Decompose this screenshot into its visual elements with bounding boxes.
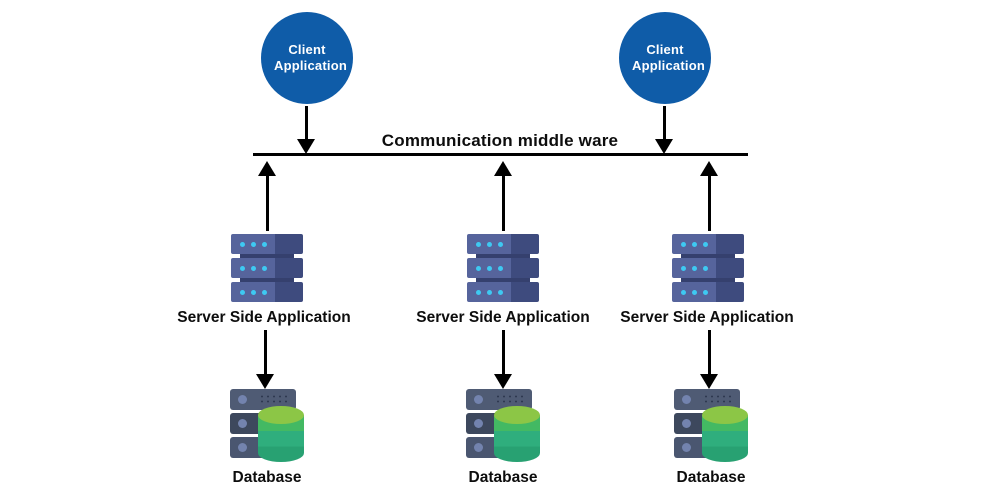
- server-side-application-label: Server Side Application: [177, 309, 351, 326]
- db-server-slab: [466, 389, 532, 410]
- arrow-server1-to-middleware: [258, 161, 276, 231]
- arrow-shaft: [263, 330, 267, 374]
- server-connector: [681, 254, 735, 258]
- arrow-server2-to-middleware: [494, 161, 512, 231]
- arrow-client1-to-middleware: [297, 106, 315, 154]
- green-cylinder-icon: [702, 406, 748, 462]
- vent-grill-icon: [259, 394, 289, 403]
- server-slab: [467, 282, 539, 302]
- server-slab: [231, 258, 303, 278]
- server-connector: [476, 278, 530, 282]
- arrow-shaft: [304, 106, 308, 139]
- server-connector: [240, 278, 294, 282]
- server-slab: [672, 258, 744, 278]
- middleware-label: Communication middle ware: [381, 131, 619, 150]
- server-side-application-label: Server Side Application: [620, 309, 794, 326]
- arrow-server1-to-database: [256, 330, 274, 389]
- green-cylinder-icon: [258, 406, 304, 462]
- arrow-shaft: [707, 330, 711, 374]
- arrowhead-up-icon: [494, 161, 512, 176]
- db-server-slab: [674, 389, 740, 410]
- arrow-server3-to-middleware: [700, 161, 718, 231]
- arrowhead-down-icon: [494, 374, 512, 389]
- arrow-shaft: [265, 176, 269, 231]
- arrowhead-up-icon: [700, 161, 718, 176]
- server-stack-icon: [231, 234, 303, 302]
- database-cylinder-icon: [230, 389, 304, 462]
- server-stack-icon: [467, 234, 539, 302]
- server-connector: [476, 254, 530, 258]
- server-slab: [231, 282, 303, 302]
- middleware-bus-line: [253, 153, 748, 156]
- arrowhead-down-icon: [655, 139, 673, 154]
- vent-grill-icon: [703, 394, 733, 403]
- arrow-shaft: [662, 106, 666, 139]
- vent-grill-icon: [495, 394, 525, 403]
- arrowhead-down-icon: [297, 139, 315, 154]
- arrowhead-down-icon: [256, 374, 274, 389]
- arrow-client2-to-middleware: [655, 106, 673, 154]
- client-application-node-1: Client Application: [261, 12, 353, 104]
- client-application-node-2: Client Application: [619, 12, 711, 104]
- arrowhead-down-icon: [700, 374, 718, 389]
- arrowhead-up-icon: [258, 161, 276, 176]
- db-server-slab: [230, 389, 296, 410]
- server-connector: [681, 278, 735, 282]
- server-slab: [672, 234, 744, 254]
- server-slab: [231, 234, 303, 254]
- green-cylinder-icon: [494, 406, 540, 462]
- arrow-shaft: [707, 176, 711, 231]
- client-application-label: Client Application: [274, 41, 347, 73]
- database-label: Database: [676, 469, 746, 486]
- arrow-shaft: [501, 330, 505, 374]
- arrow-server3-to-database: [700, 330, 718, 389]
- server-connector: [240, 254, 294, 258]
- arrow-server2-to-database: [494, 330, 512, 389]
- database-label: Database: [468, 469, 538, 486]
- server-slab: [467, 234, 539, 254]
- server-side-application-label: Server Side Application: [416, 309, 590, 326]
- server-stack-icon: [672, 234, 744, 302]
- server-slab: [672, 282, 744, 302]
- arrow-shaft: [501, 176, 505, 231]
- client-application-label: Client Application: [632, 41, 705, 73]
- database-cylinder-icon: [674, 389, 748, 462]
- server-slab: [467, 258, 539, 278]
- database-cylinder-icon: [466, 389, 540, 462]
- database-label: Database: [232, 469, 302, 486]
